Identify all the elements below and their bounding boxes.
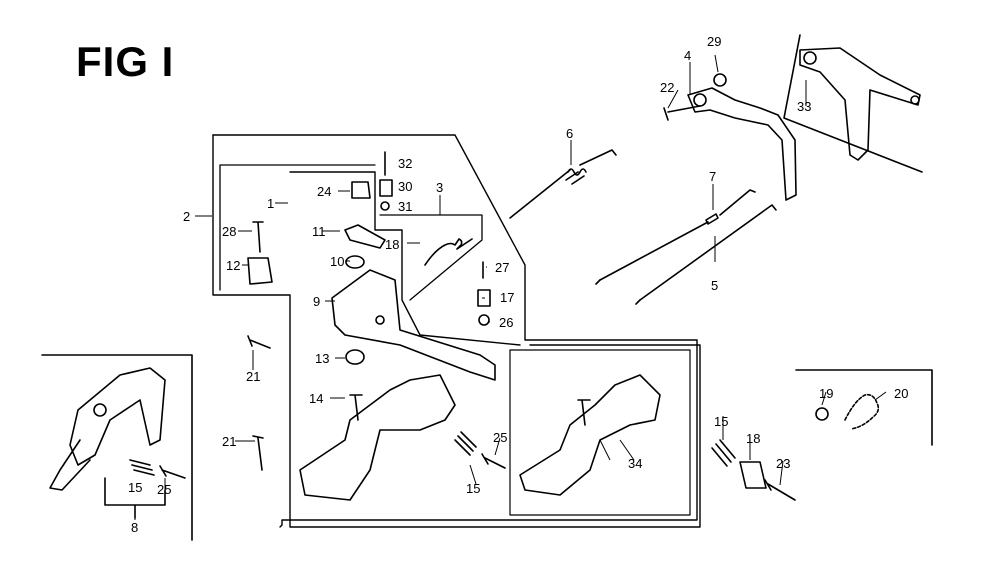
assembly-outline-2	[212, 134, 698, 528]
part-14-shaft	[349, 394, 363, 421]
callout-label: 5	[711, 278, 718, 293]
callout-label: 33	[797, 99, 811, 114]
part-7-rod	[599, 189, 756, 281]
part-18-spring	[424, 238, 473, 266]
callout-label: 3	[436, 180, 443, 195]
callout-label: 27	[495, 260, 509, 275]
part-8-bracket	[69, 367, 166, 466]
callout-label: 25	[157, 482, 171, 497]
part-20-chain	[844, 393, 880, 430]
part-25a-bolt	[159, 465, 186, 479]
callout-label: 7	[709, 169, 716, 184]
part-33-pivot	[803, 51, 817, 65]
part-6-spring-rod	[509, 149, 617, 219]
callout-label: 22	[660, 80, 674, 95]
callout-label: 4	[684, 48, 691, 63]
part-30-nut	[379, 179, 393, 197]
callout-label: 13	[315, 351, 329, 366]
callout-label: 6	[566, 126, 573, 141]
callout-label: 1	[267, 196, 274, 211]
callout-label: 25	[493, 430, 507, 445]
callout-label: 18	[746, 431, 760, 446]
callout-label: 8	[131, 520, 138, 535]
callout-label: 2	[183, 209, 190, 224]
panel-8-frame	[41, 354, 193, 541]
assembly-outline-right	[509, 349, 691, 516]
part-22-bolt	[663, 105, 701, 121]
part-18b-sleeve	[739, 461, 767, 489]
assembly-outline-2b	[212, 134, 701, 528]
part-19-ring	[815, 407, 829, 421]
part-31-washer	[380, 201, 390, 211]
part-5-hook	[595, 279, 641, 305]
part-33-arm	[799, 47, 921, 161]
callout-label: 21	[222, 434, 236, 449]
callout-label: 30	[398, 179, 412, 194]
part-21a-bolt	[247, 335, 271, 349]
part-7-coil	[705, 213, 719, 225]
assembly-outline-1	[289, 171, 521, 346]
callout-label: 15	[128, 480, 142, 495]
part-24-nut	[351, 181, 371, 199]
callout-label: 14	[309, 391, 323, 406]
callout-label: 17	[500, 290, 514, 305]
part-13-washer	[345, 349, 365, 365]
part-5-rod	[639, 204, 777, 301]
callout-label: 23	[776, 456, 790, 471]
part-8-arm	[49, 439, 91, 491]
part-34-base	[519, 374, 661, 496]
part-23-bolt	[764, 479, 796, 501]
part-4-pivot	[693, 93, 707, 107]
callout-label: 9	[313, 294, 320, 309]
callout-label: 34	[628, 456, 642, 471]
part-25b-bolt	[481, 453, 506, 469]
figure-title: FIG I	[76, 38, 175, 85]
callout-label: 15	[714, 414, 728, 429]
callout-label: 10	[330, 254, 344, 269]
callout-label: 12	[226, 258, 240, 273]
part-15a-spring	[129, 459, 155, 476]
callout-label: 32	[398, 156, 412, 171]
part-34-shaft	[577, 399, 591, 426]
callout-label: 31	[398, 199, 412, 214]
part-15c-spring	[711, 439, 736, 467]
part-4-lever	[687, 87, 797, 201]
part-12-clip	[247, 257, 273, 285]
callout-label: 28	[222, 224, 236, 239]
part-9-hole	[375, 315, 385, 325]
part-29-nut	[713, 73, 727, 87]
part-15b-spring	[454, 431, 477, 456]
callout-label: 15	[466, 481, 480, 496]
part-33-end	[910, 95, 920, 105]
callout-label: 11	[312, 224, 326, 239]
part-26-washer	[478, 314, 490, 326]
callout-label: 29	[707, 34, 721, 49]
callout-label: 18	[385, 237, 399, 252]
part-10-washer	[345, 255, 365, 269]
part-28-bolt	[252, 221, 264, 253]
callout-label: 20	[894, 386, 908, 401]
part-11-lever	[344, 224, 386, 249]
part-21b-bolt	[252, 435, 264, 471]
callout-label: 24	[317, 184, 331, 199]
panel-20-frame	[795, 369, 933, 446]
part-8-pivot	[93, 403, 107, 417]
callout-label: 21	[246, 369, 260, 384]
callout-label: 19	[819, 386, 833, 401]
assembly-outline-3	[219, 164, 483, 301]
part-17-spacer	[477, 289, 491, 307]
part-6-coil	[565, 168, 587, 185]
panel-33-frame	[783, 34, 923, 173]
part-9-plate	[331, 269, 496, 381]
callout-label: 26	[499, 315, 513, 330]
